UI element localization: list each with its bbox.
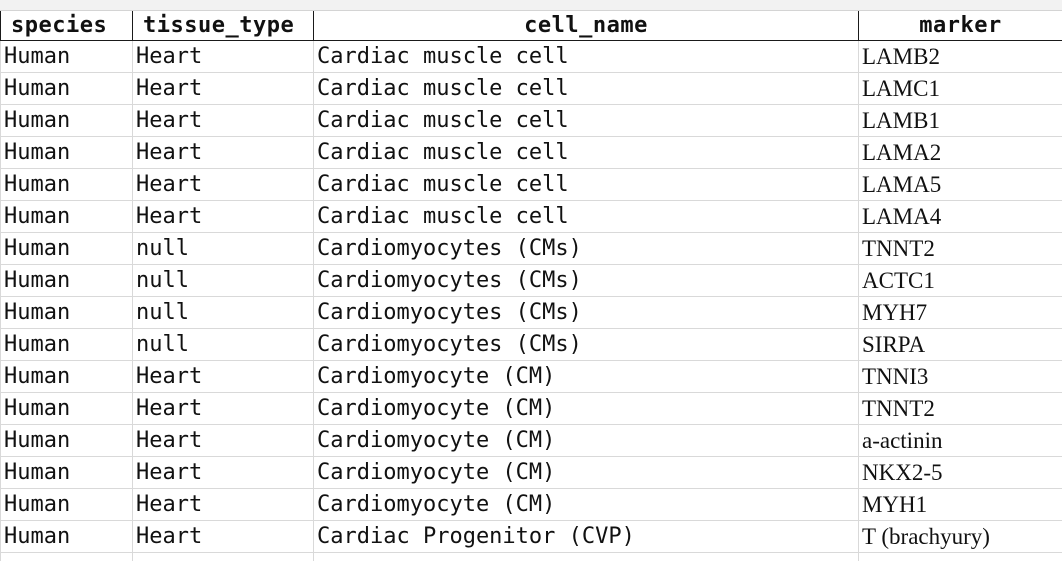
cell-species[interactable]: Human (0, 392, 133, 425)
cell-tissue-type[interactable]: Heart (132, 72, 314, 105)
cell-species[interactable]: Human (0, 360, 133, 393)
header-cell-species[interactable]: species (0, 11, 133, 41)
cell-name[interactable]: Cardiomyocyte (CM) (313, 360, 859, 393)
table-row-partial (0, 552, 1062, 561)
cell-tissue-type[interactable]: Heart (132, 168, 314, 201)
cell-marker[interactable]: NKX2-5 (858, 456, 1062, 489)
header-cell-marker[interactable]: marker (858, 11, 1062, 41)
cell-name[interactable]: Cardiac muscle cell (313, 72, 859, 105)
cell-marker[interactable]: ACTC1 (858, 264, 1062, 297)
cell-species[interactable]: Human (0, 520, 133, 553)
header-cell-cell-name[interactable]: cell_name (313, 11, 859, 41)
cell-species[interactable]: Human (0, 104, 133, 137)
cell-marker[interactable]: LAMB1 (858, 104, 1062, 137)
cell-tissue-type[interactable]: Heart (132, 424, 314, 457)
cell-name[interactable]: Cardiac muscle cell (313, 168, 859, 201)
data-table: species tissue_type cell_name marker Hum… (0, 11, 1062, 561)
column-letter-strip (0, 0, 1062, 11)
empty-cell[interactable] (313, 552, 859, 561)
cell-name[interactable]: Cardiomyocyte (CM) (313, 488, 859, 521)
cell-name[interactable]: Cardiomyocyte (CM) (313, 456, 859, 489)
empty-cell[interactable] (0, 552, 133, 561)
cell-marker[interactable]: MYH7 (858, 296, 1062, 329)
cell-tissue-type[interactable]: Heart (132, 488, 314, 521)
cell-tissue-type[interactable]: Heart (132, 456, 314, 489)
cell-name[interactable]: Cardiomyocytes (CMs) (313, 264, 859, 297)
cell-name[interactable]: Cardiomyocytes (CMs) (313, 328, 859, 361)
cell-name[interactable]: Cardiomyocytes (CMs) (313, 296, 859, 329)
cell-name[interactable]: Cardiac muscle cell (313, 104, 859, 137)
cell-marker[interactable]: MYH1 (858, 488, 1062, 521)
cell-species[interactable]: Human (0, 232, 133, 265)
cell-species[interactable]: Human (0, 72, 133, 105)
cell-species[interactable]: Human (0, 456, 133, 489)
cell-tissue-type[interactable]: Heart (132, 360, 314, 393)
cell-marker[interactable]: LAMA2 (858, 136, 1062, 169)
cell-tissue-type[interactable]: Heart (132, 40, 314, 73)
cell-marker[interactable]: T (brachyury) (858, 520, 1062, 553)
cell-species[interactable]: Human (0, 488, 133, 521)
cell-name[interactable]: Cardiomyocyte (CM) (313, 424, 859, 457)
cell-name[interactable]: Cardiac muscle cell (313, 136, 859, 169)
cell-tissue-type[interactable]: Heart (132, 520, 314, 553)
cell-tissue-type[interactable]: Heart (132, 200, 314, 233)
cell-tissue-type[interactable]: Heart (132, 392, 314, 425)
cell-tissue-type[interactable]: Heart (132, 136, 314, 169)
cell-name[interactable]: Cardiomyocyte (CM) (313, 392, 859, 425)
header-cell-tissue-type[interactable]: tissue_type (132, 11, 314, 41)
cell-tissue-type[interactable]: null (132, 328, 314, 361)
cell-marker[interactable]: LAMC1 (858, 72, 1062, 105)
cell-marker[interactable]: TNNT2 (858, 392, 1062, 425)
cell-tissue-type[interactable]: null (132, 232, 314, 265)
cell-name[interactable]: Cardiac muscle cell (313, 40, 859, 73)
empty-cell[interactable] (858, 552, 1062, 561)
cell-marker[interactable]: a-actinin (858, 424, 1062, 457)
cell-species[interactable]: Human (0, 200, 133, 233)
header-row: species tissue_type cell_name marker (0, 11, 1062, 41)
cell-name[interactable]: Cardiomyocytes (CMs) (313, 232, 859, 265)
cell-marker[interactable]: TNNT2 (858, 232, 1062, 265)
cell-name[interactable]: Cardiac Progenitor (CVP) (313, 520, 859, 553)
cell-species[interactable]: Human (0, 328, 133, 361)
cell-species[interactable]: Human (0, 264, 133, 297)
cell-species[interactable]: Human (0, 424, 133, 457)
cell-name[interactable]: Cardiac muscle cell (313, 200, 859, 233)
cell-marker[interactable]: LAMA5 (858, 168, 1062, 201)
cell-tissue-type[interactable]: Heart (132, 104, 314, 137)
cell-marker[interactable]: LAMA4 (858, 200, 1062, 233)
cell-species[interactable]: Human (0, 168, 133, 201)
cell-tissue-type[interactable]: null (132, 296, 314, 329)
cell-tissue-type[interactable]: null (132, 264, 314, 297)
cell-marker[interactable]: SIRPA (858, 328, 1062, 361)
cell-species[interactable]: Human (0, 40, 133, 73)
cell-marker[interactable]: TNNI3 (858, 360, 1062, 393)
cell-marker[interactable]: LAMB2 (858, 40, 1062, 73)
empty-cell[interactable] (132, 552, 314, 561)
cell-species[interactable]: Human (0, 296, 133, 329)
cell-species[interactable]: Human (0, 136, 133, 169)
